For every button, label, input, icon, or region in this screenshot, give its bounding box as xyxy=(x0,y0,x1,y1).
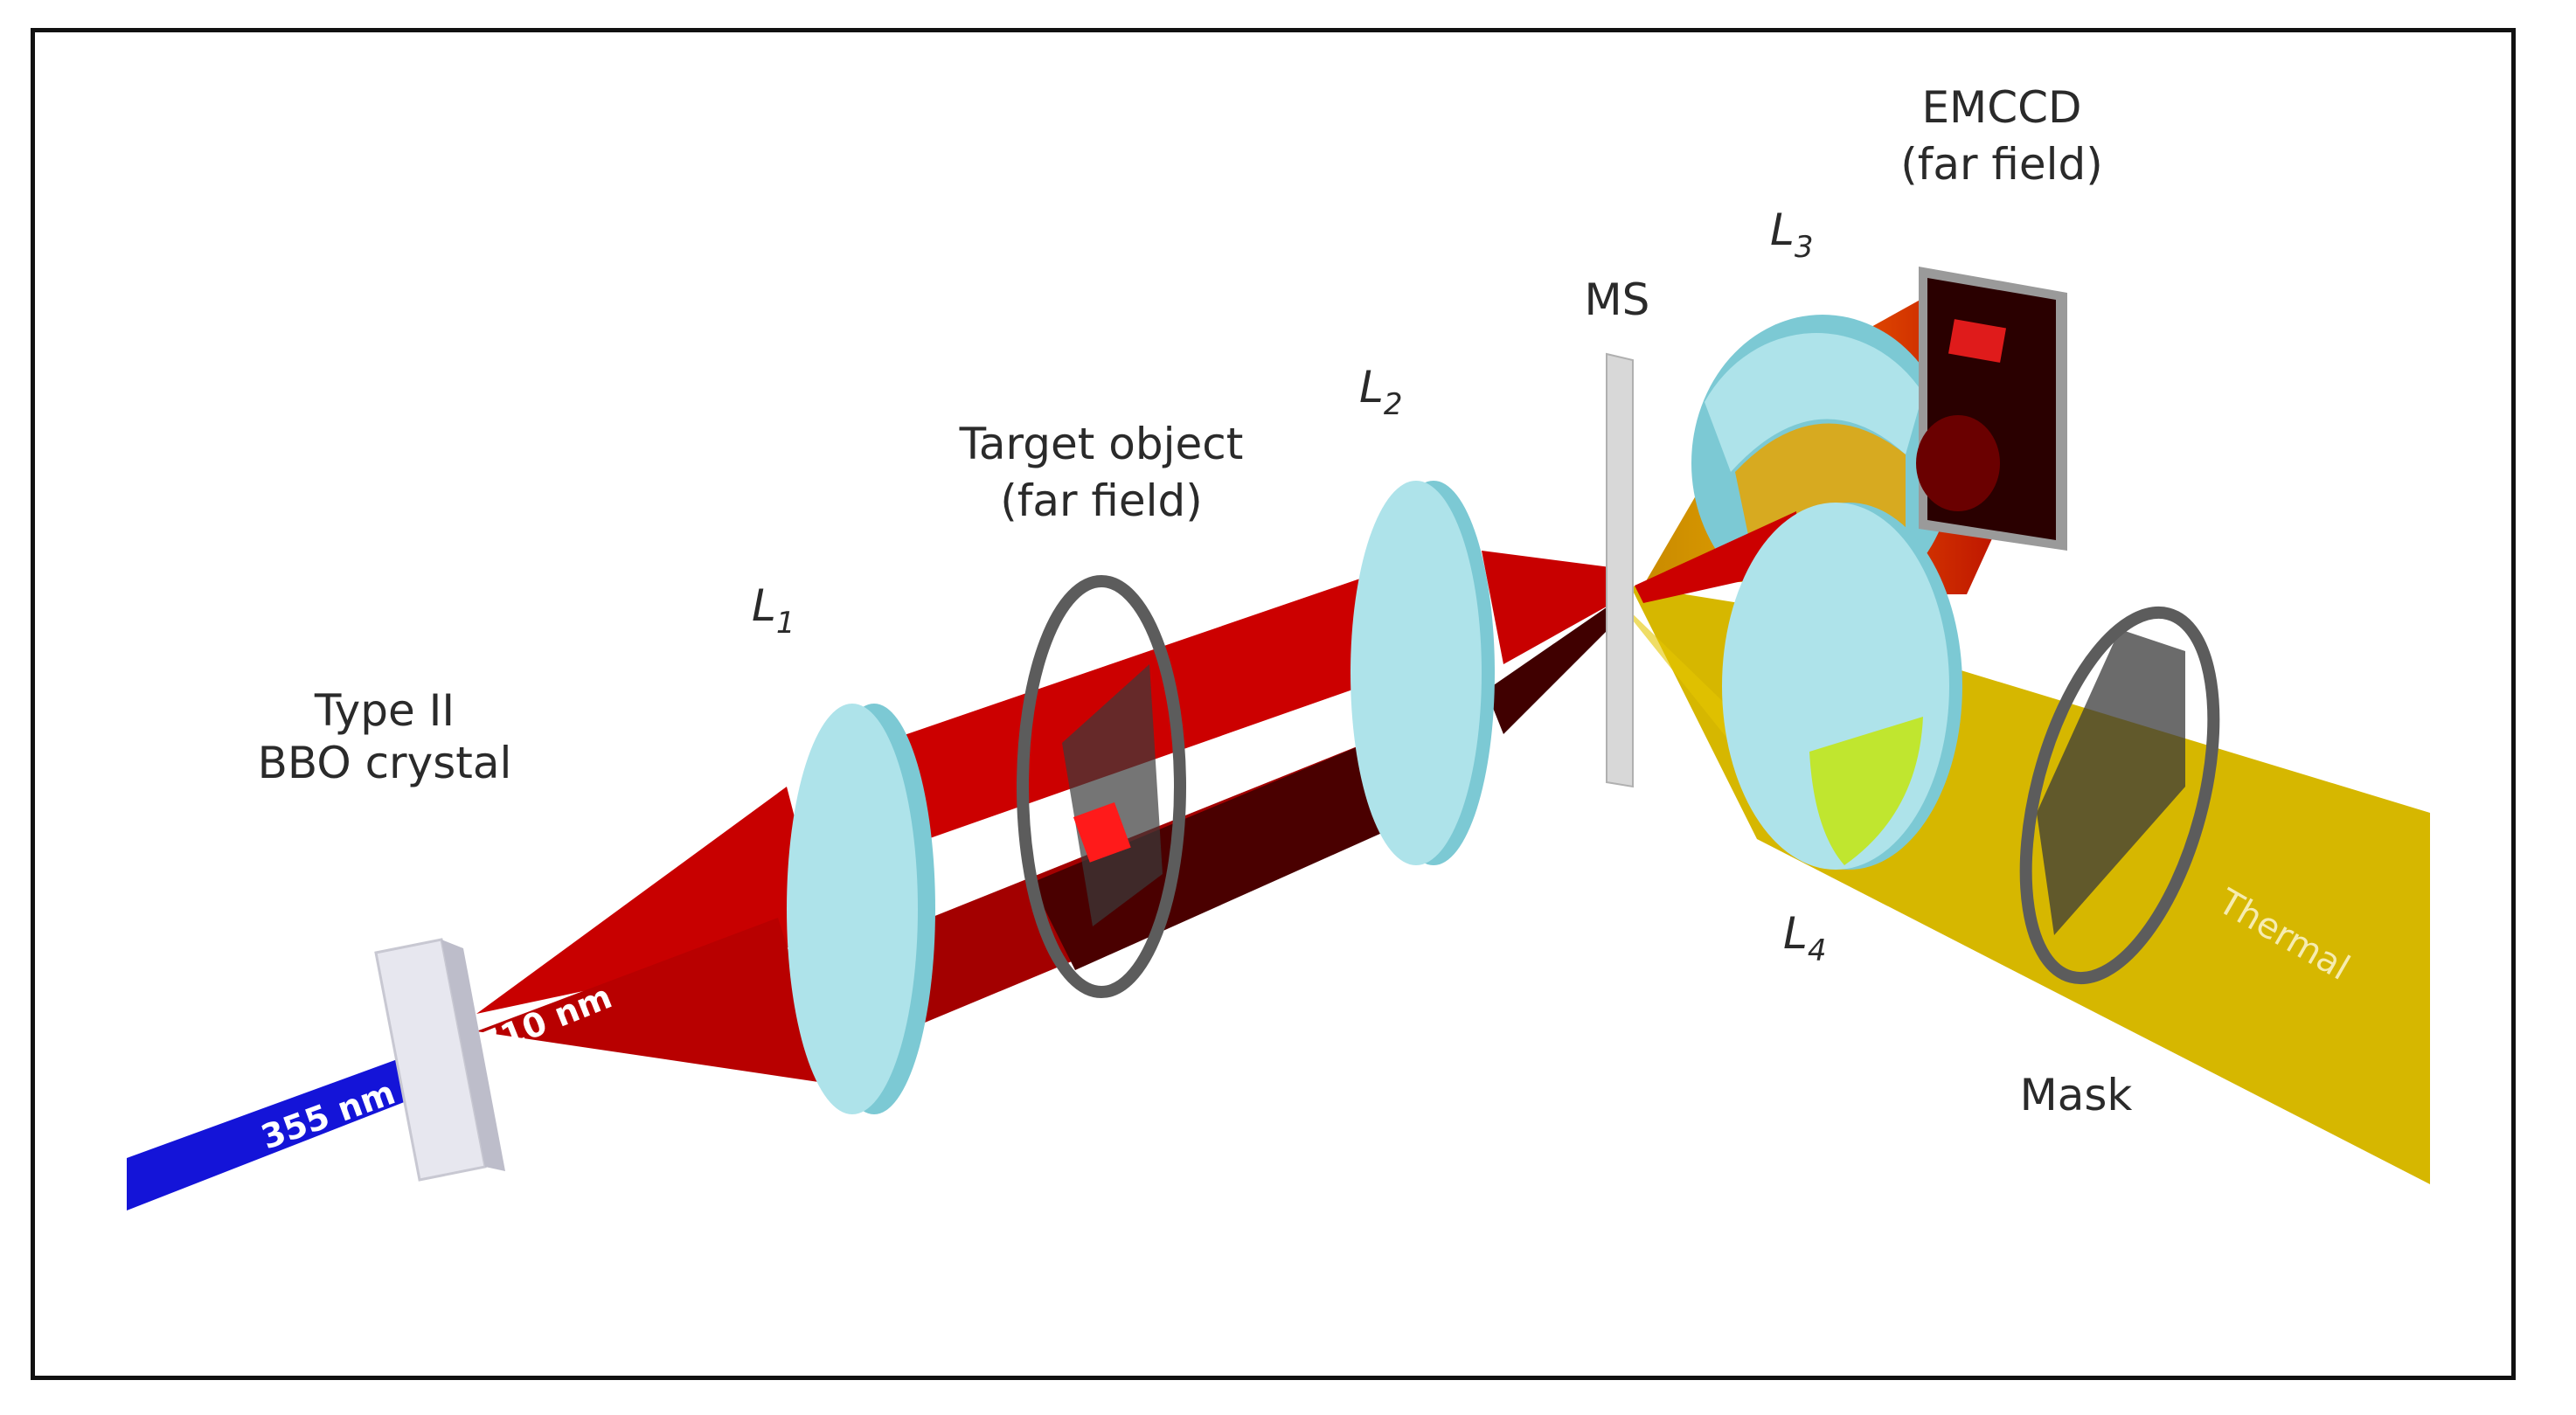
emccd-camera-icon xyxy=(1916,267,2067,551)
bbo-crystal-side xyxy=(441,940,505,1171)
emccd-label-line2: (far field) xyxy=(1900,139,2103,190)
lens-l1-icon xyxy=(787,704,935,1114)
lens2-label: L2 xyxy=(1359,362,1403,422)
figure-frame xyxy=(31,28,2516,1380)
lens4-label: L4 xyxy=(1783,908,1827,968)
pump-beam xyxy=(127,1058,411,1210)
signal-cone-lower xyxy=(476,918,830,1084)
lens-l4-icon xyxy=(1722,503,1962,870)
mask-label: Mask xyxy=(2020,1070,2133,1120)
ms-label: MS xyxy=(1585,274,1650,325)
mirror-splitter-icon xyxy=(1606,352,1634,788)
lens3-label: L3 xyxy=(1770,205,1814,265)
crystal-label-line1: Type II xyxy=(314,685,455,736)
photon-beam-lower-shadow xyxy=(1031,730,1407,970)
photon-beam-to-ms-dark xyxy=(1486,603,1617,734)
photon-beam-from-ms xyxy=(1635,511,1801,603)
crystal-label-line2: BBO crystal xyxy=(258,738,512,788)
emccd-label-line1: EMCCD xyxy=(1921,82,2081,133)
target-label-line2: (far field) xyxy=(1000,475,1203,526)
mask-icon xyxy=(2019,606,2220,985)
lens1-label: L1 xyxy=(752,580,795,641)
target-label-line1: Target object xyxy=(959,419,1244,469)
target-object-icon xyxy=(1017,575,1186,998)
lens-l2-icon xyxy=(1350,481,1495,865)
photon-beam-to-ms xyxy=(1482,551,1617,664)
